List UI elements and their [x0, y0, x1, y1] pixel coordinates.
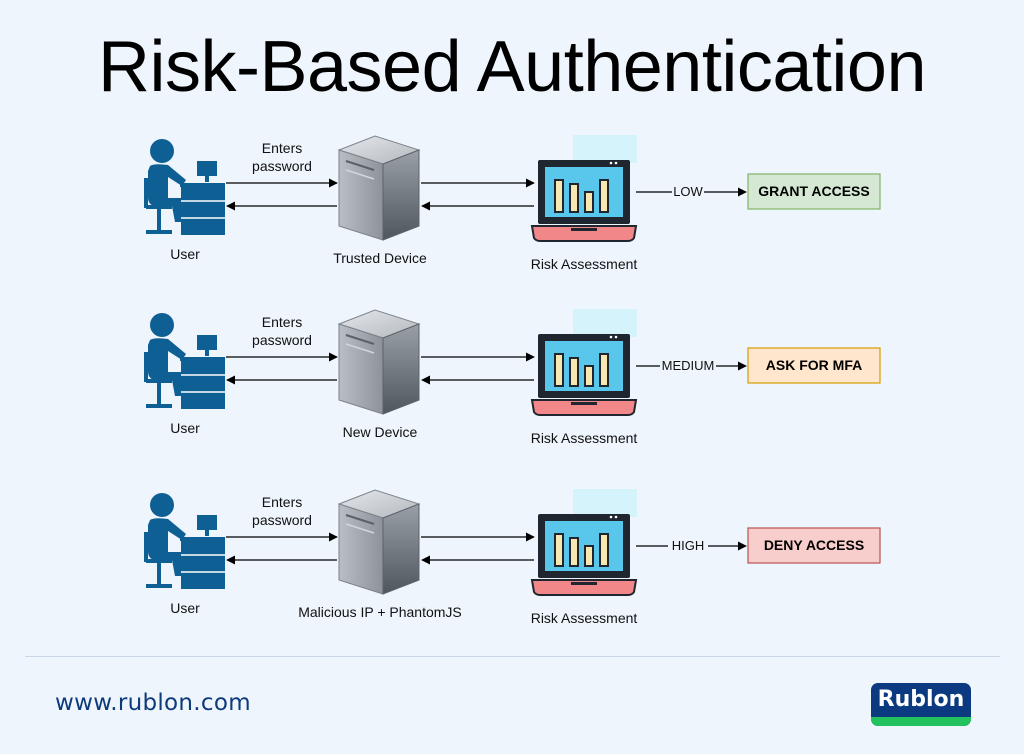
risk-assessment-label: Risk Assessment [531, 430, 638, 446]
risk-assessment-laptop-icon [530, 309, 638, 416]
outcome-label: ASK FOR MFA [766, 357, 862, 373]
outcome-label: DENY ACCESS [764, 537, 864, 553]
footer-url-link[interactable]: www.rublon.com [55, 690, 251, 716]
risk-assessment-laptop-icon [530, 135, 638, 242]
outcome-box [747, 527, 881, 564]
action-label: Enters [262, 494, 302, 510]
device-label: New Device [343, 424, 418, 440]
risk-level-label: MEDIUM [662, 358, 715, 373]
action-label: password [252, 332, 312, 348]
device-label: Malicious IP + PhantomJS [298, 604, 462, 620]
risk-level-label: LOW [673, 184, 703, 199]
server-icon [337, 309, 421, 415]
risk-assessment-laptop-icon [530, 489, 638, 596]
user-icon [144, 493, 225, 589]
user-icon [144, 313, 225, 409]
user-icon [144, 139, 225, 235]
rublon-logo-wordmark: Rublon [877, 687, 965, 712]
user-label: User [170, 246, 200, 262]
outcome-box [747, 173, 881, 210]
page-title: Risk-Based Authentication [98, 27, 926, 107]
action-label: password [252, 512, 312, 528]
device-label: Trusted Device [333, 250, 427, 266]
footer-divider [25, 656, 1000, 657]
risk-assessment-label: Risk Assessment [531, 256, 638, 272]
risk-level-label: HIGH [672, 538, 705, 553]
action-label: Enters [262, 140, 302, 156]
outcome-box [747, 347, 881, 384]
outcome-label: GRANT ACCESS [758, 183, 870, 199]
risk-assessment-label: Risk Assessment [531, 610, 638, 626]
action-label: Enters [262, 314, 302, 330]
server-icon [337, 135, 421, 241]
action-label: password [252, 158, 312, 174]
user-label: User [170, 600, 200, 616]
rublon-logo: Rublon [871, 683, 971, 726]
rublon-logo-stripe [871, 717, 971, 726]
user-label: User [170, 420, 200, 436]
server-icon [337, 489, 421, 595]
